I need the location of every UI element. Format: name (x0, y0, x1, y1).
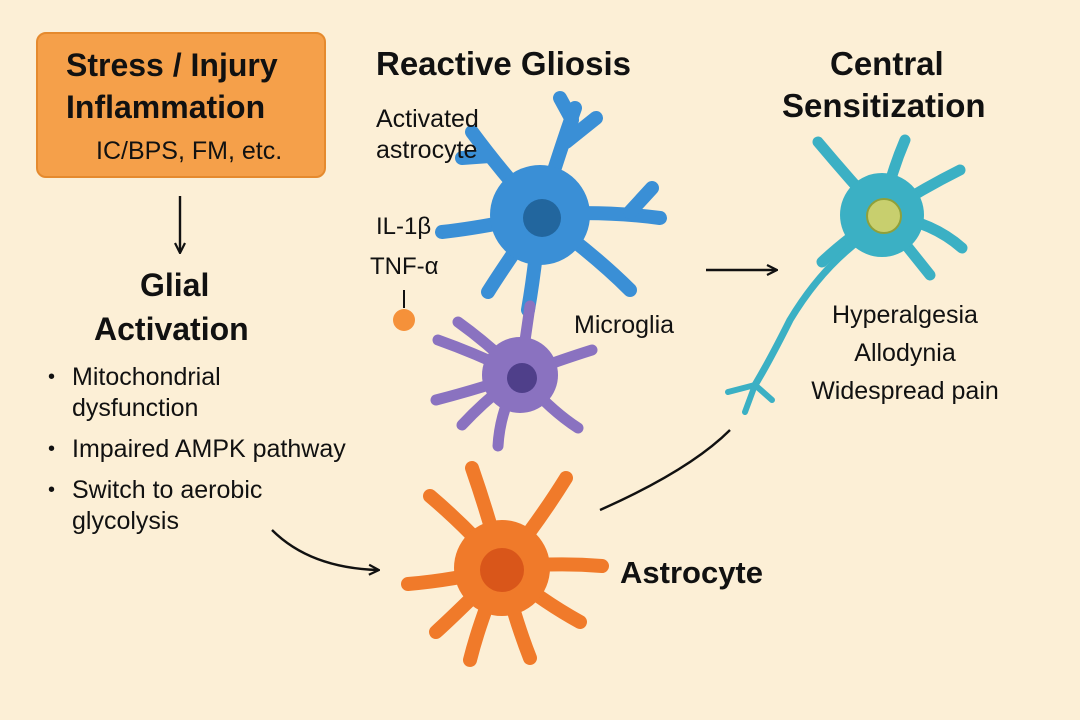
activated-astrocyte-label: Activated astrocyte (376, 105, 479, 164)
sensitized-neuron-cell (725, 134, 968, 415)
arrow-glycolysis-to-astrocyte (271, 529, 378, 570)
symptom-widespread-pain: Widespread pain (811, 377, 999, 405)
astrocyte-label: Astrocyte (620, 555, 763, 590)
stress-box-title-line1: Stress / Injury (66, 47, 278, 83)
bullet-aerobic-glycolysis: Switch to aerobic glycolysis (46, 475, 346, 537)
reactive-gliosis-title: Reactive Gliosis (376, 45, 631, 82)
astrocyte-cell (401, 461, 609, 667)
central-sensitization-title-line1: Central (830, 45, 944, 82)
activated-astrocyte-cell (435, 91, 667, 317)
stress-injury-box (36, 32, 326, 178)
symptom-list: Hyperalgesia Allodynia Widespread pain (782, 296, 1028, 410)
glial-activation-bullet-list: Mitochondrial dysfunction Impaired AMPK … (46, 362, 346, 547)
microglia-label: Microglia (574, 311, 675, 339)
stress-box-title-line2: Inflammation (66, 89, 266, 125)
glial-activation-title-line2: Activation (94, 311, 249, 347)
bullet-mitochondrial-dysfunction: Mitochondrial dysfunction (46, 362, 346, 424)
glial-activation-title-line1: Glial (140, 267, 210, 303)
stress-box-conditions: IC/BPS, FM, etc. (96, 137, 283, 165)
symptom-allodynia: Allodynia (854, 339, 956, 367)
connector-astrocyte-to-neuron (599, 429, 731, 512)
cytokine-dot (393, 309, 415, 331)
symptom-hyperalgesia: Hyperalgesia (832, 301, 978, 329)
cytokine-tnfa-label: TNF-α (370, 253, 439, 280)
cytokine-il1b-label: IL-1β (376, 213, 432, 240)
central-sensitization-title-line2: Sensitization (782, 87, 986, 124)
bullet-impaired-ampk: Impaired AMPK pathway (46, 434, 346, 465)
microglia-cell (430, 300, 598, 452)
